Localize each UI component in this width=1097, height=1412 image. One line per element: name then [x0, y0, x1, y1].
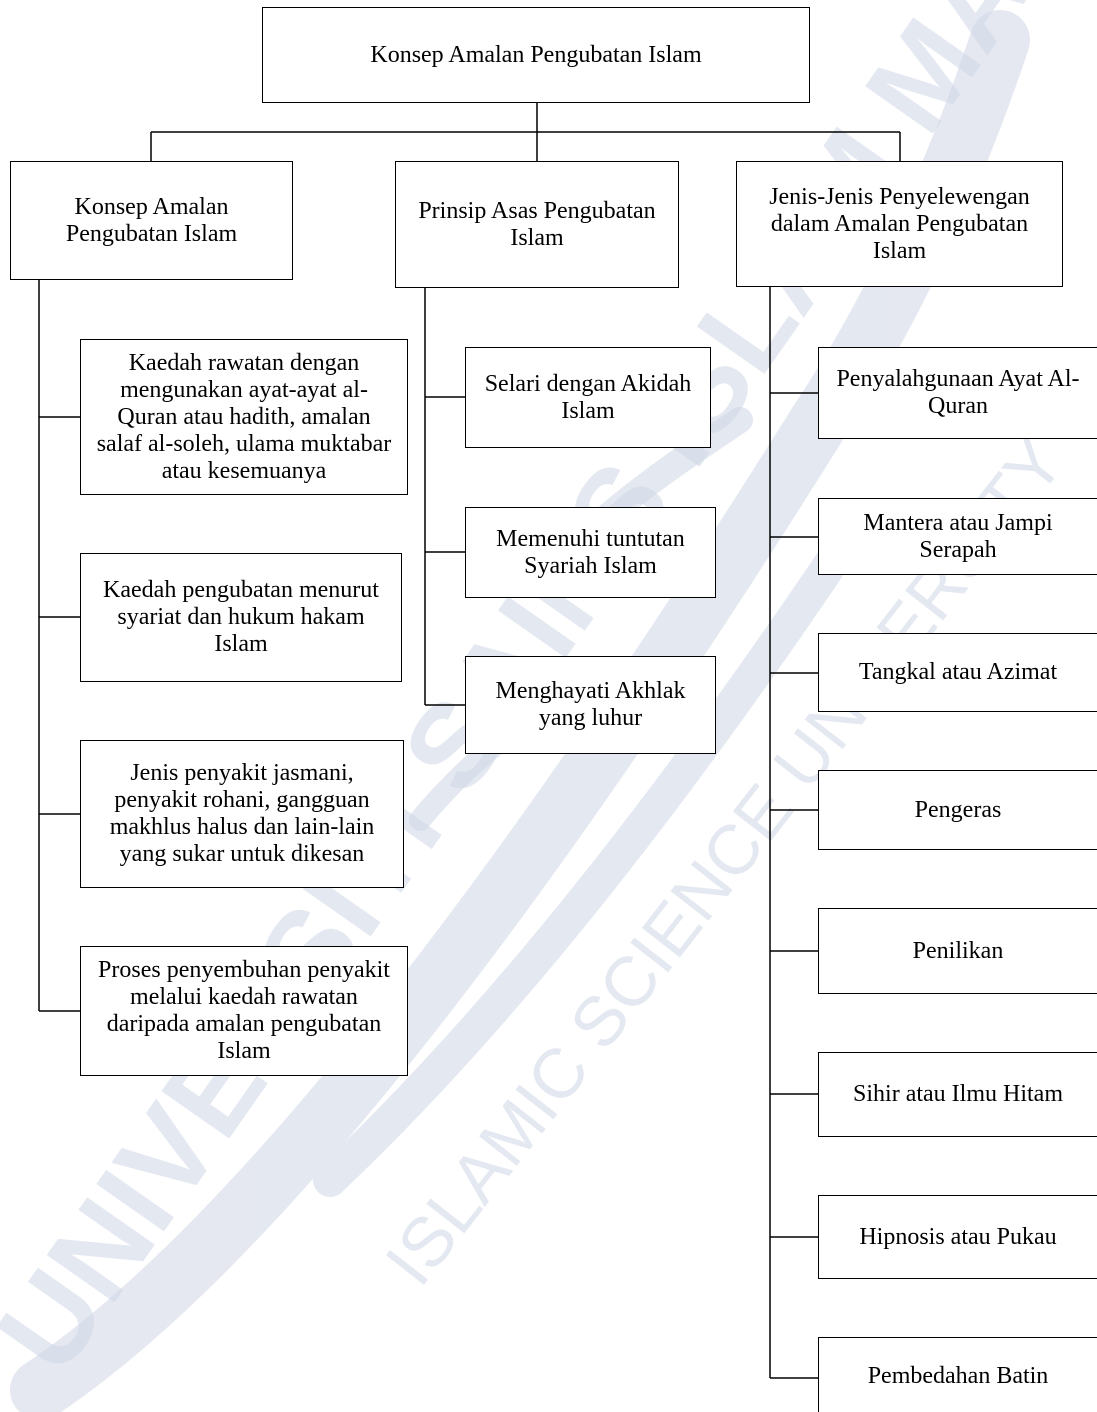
leaf-node-label: Kaedah pengubatan menurut syariat dan hu… [103, 577, 379, 657]
leaf-node-sihir: Sihir atau Ilmu Hitam [818, 1052, 1097, 1137]
branch-node-penyelewengan: Jenis-Jenis Penyelewengan dalam Amalan P… [736, 161, 1063, 287]
leaf-node-penilikan: Penilikan [818, 908, 1097, 994]
leaf-node-proses-penyembuhan: Proses penyembuhan penyakit melalui kaed… [80, 946, 408, 1076]
leaf-node-label: Sihir atau Ilmu Hitam [853, 1081, 1063, 1107]
leaf-node-label: Mantera atau Jampi Serapah [863, 509, 1053, 563]
leaf-node-kaedah-rawatan: Kaedah rawatan dengan mengunakan ayat-ay… [80, 339, 408, 495]
leaf-node-label: Pengeras [914, 796, 1002, 823]
leaf-node-syariah: Memenuhi tuntutan Syariah Islam [465, 507, 716, 598]
leaf-node-kaedah-pengubatan: Kaedah pengubatan menurut syariat dan hu… [80, 553, 402, 682]
root-node: Konsep Amalan Pengubatan Islam [262, 7, 810, 103]
leaf-node-label: Penilikan [912, 937, 1004, 964]
leaf-node-label: Jenis penyakit jasmani, penyakit rohani,… [109, 760, 375, 867]
leaf-node-label: Hipnosis atau Pukau [859, 1223, 1057, 1250]
leaf-node-label: Penyalahgunaan Ayat Al- Quran [836, 366, 1080, 419]
leaf-node-label: Kaedah rawatan dengan mengunakan ayat-ay… [96, 349, 392, 484]
root-node-label: Konsep Amalan Pengubatan Islam [370, 41, 702, 68]
leaf-node-pembedahan: Pembedahan Batin [818, 1337, 1097, 1412]
leaf-node-label: Proses penyembuhan penyakit melalui kaed… [98, 957, 390, 1064]
leaf-node-label: Memenuhi tuntutan Syariah Islam [496, 525, 685, 579]
leaf-node-mantera: Mantera atau Jampi Serapah [818, 498, 1097, 575]
leaf-node-label: Tangkal atau Azimat [858, 659, 1058, 685]
leaf-node-tangkal: Tangkal atau Azimat [818, 633, 1097, 712]
leaf-node-akidah: Selari dengan Akidah Islam [465, 347, 711, 448]
branch-node-konsep: Konsep Amalan Pengubatan Islam [10, 161, 293, 280]
leaf-node-label: Menghayati Akhlak yang luhur [495, 678, 686, 731]
branch-node-label: Konsep Amalan Pengubatan Islam [65, 193, 238, 247]
leaf-node-label: Pembedahan Batin [867, 1363, 1049, 1389]
leaf-node-jenis-penyakit: Jenis penyakit jasmani, penyakit rohani,… [80, 740, 404, 888]
branch-node-prinsip: Prinsip Asas Pengubatan Islam [395, 161, 679, 288]
branch-node-label: Prinsip Asas Pengubatan Islam [418, 197, 656, 251]
leaf-node-hipnosis: Hipnosis atau Pukau [818, 1195, 1097, 1279]
leaf-node-penyalahgunaan: Penyalahgunaan Ayat Al- Quran [818, 347, 1097, 439]
branch-node-label: Jenis-Jenis Penyelewengan dalam Amalan P… [769, 183, 1030, 264]
leaf-node-pengeras: Pengeras [818, 770, 1097, 850]
leaf-node-label: Selari dengan Akidah Islam [484, 370, 692, 424]
leaf-node-akhlak: Menghayati Akhlak yang luhur [465, 656, 716, 754]
